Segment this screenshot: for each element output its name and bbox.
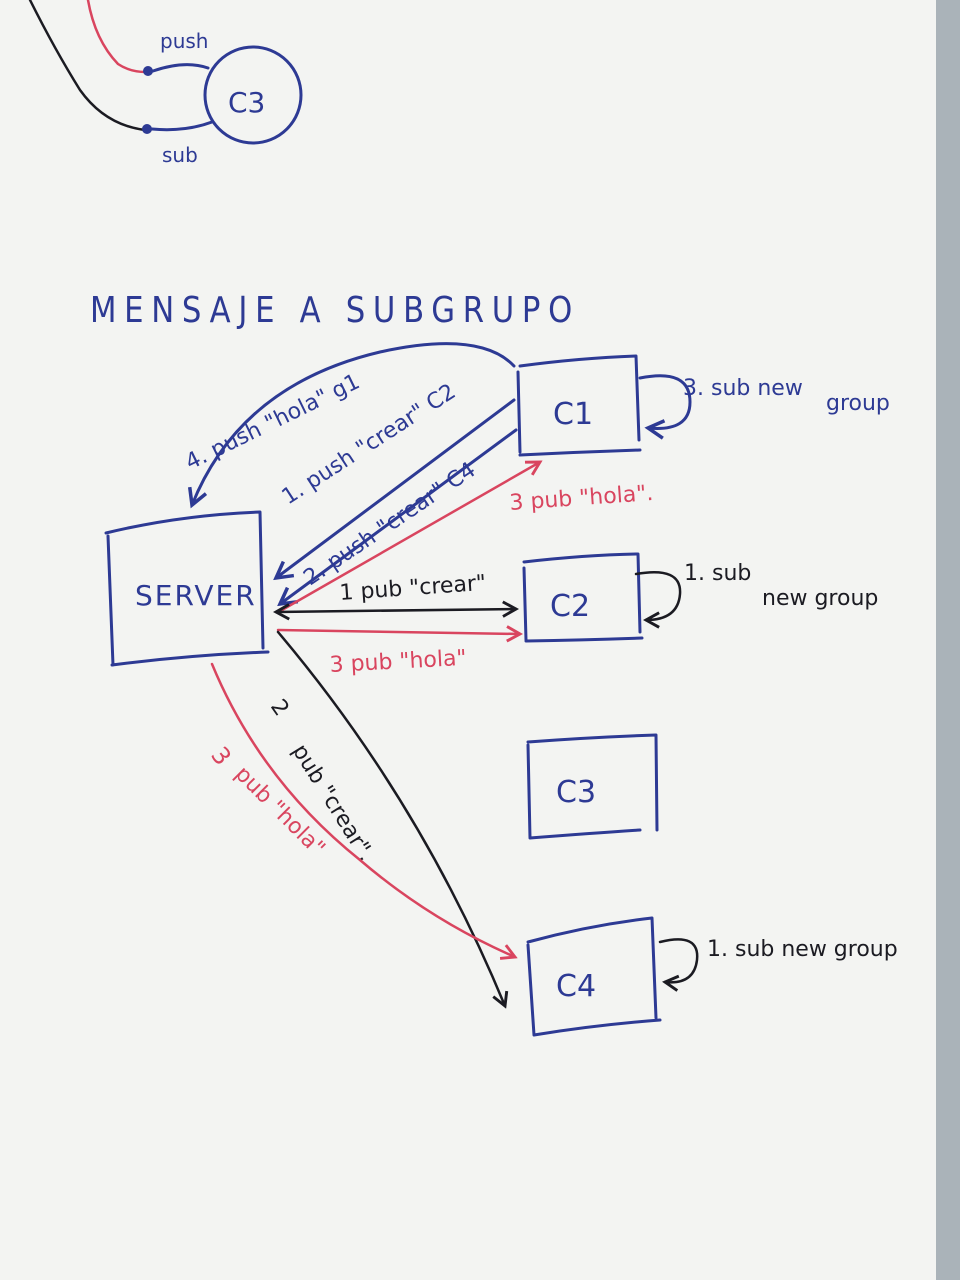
- paper-sheet: [0, 0, 936, 1280]
- c3-node: C3: [526, 733, 659, 840]
- c2-loop-label-1: 1. sub: [684, 561, 751, 586]
- c1-loop-label-2: group: [826, 391, 890, 416]
- c3-top-label: C3: [228, 86, 265, 119]
- page-title: MENSAJE A SUBGRUPO: [90, 290, 580, 331]
- c1-node: C1: [516, 354, 642, 457]
- c1-self-loop: [638, 374, 692, 429]
- edge-pub-hola-c2: [276, 630, 520, 634]
- c2-loop-label-2: new group: [762, 586, 878, 611]
- edge-pub-crear-c2: [276, 609, 516, 612]
- black-wire: [28, 0, 147, 132]
- c3-top-node: [203, 45, 303, 145]
- c4-loop-label: 1. sub new group: [707, 937, 898, 962]
- c1-label: C1: [553, 397, 593, 432]
- sub-label: sub: [162, 143, 198, 167]
- c2-node: C2: [522, 552, 644, 643]
- edge-pub-crear-c4: [276, 630, 505, 1006]
- edge-pub-hola-c1: [280, 462, 540, 612]
- sub-socket-dot: [142, 124, 152, 134]
- edge-pub-hola-c4: [210, 662, 515, 957]
- top-fragment: C3 push sub: [28, 0, 303, 167]
- c4-node: C4: [526, 916, 662, 1037]
- c1-loop-label-1: 3. sub new: [683, 376, 803, 401]
- c2-self-loop: [634, 570, 682, 620]
- edge-push-hola: [192, 342, 516, 505]
- edge-push-crear-c2: [276, 398, 516, 578]
- sub-socket-line: [150, 120, 214, 132]
- c4-self-loop: [658, 938, 699, 982]
- push-label: push: [160, 29, 208, 53]
- push-socket-dot: [143, 66, 153, 76]
- c2-label: C2: [550, 589, 590, 624]
- edge-push-crear-c4: [280, 428, 518, 604]
- server-label: SERVER: [135, 579, 257, 612]
- red-wire: [86, 0, 148, 74]
- c4-label: C4: [556, 969, 596, 1004]
- server-node: SERVER: [104, 510, 270, 667]
- push-socket-line: [151, 63, 210, 73]
- paper-shadow: [936, 0, 960, 1280]
- c3-label: C3: [556, 775, 596, 810]
